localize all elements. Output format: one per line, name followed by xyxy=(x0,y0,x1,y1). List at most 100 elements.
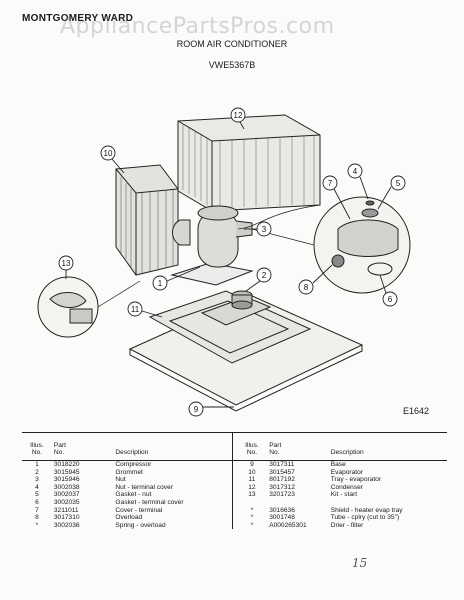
part-no-cell: 3016636 xyxy=(269,506,295,514)
callout-7: 7 xyxy=(322,175,351,220)
illus-no-cell: 13 xyxy=(231,491,270,499)
evaporator-drawing xyxy=(115,164,179,276)
illus-no-cell: 1 xyxy=(35,461,39,468)
figure-reference: E1642 xyxy=(403,406,430,416)
callout-4: 4 xyxy=(347,163,369,200)
part-no-cell: 3002038 xyxy=(53,483,80,491)
callout-5: 5 xyxy=(377,175,406,210)
description-cell: Tube - cplry (cut to 35") xyxy=(330,514,400,522)
description-cell: Nut xyxy=(115,476,126,484)
illus-no-cell: 2 xyxy=(35,468,39,476)
col-illus-no-right: Illus. No. xyxy=(231,432,270,461)
part-no-cell: 3201723 xyxy=(269,491,295,499)
callout-3: 3 xyxy=(244,221,272,237)
callout-1: 1 xyxy=(152,266,201,291)
description-cell: Nut - terminal cover xyxy=(115,483,173,491)
part-no-cell: 3002036 xyxy=(53,521,80,529)
illus-no-cell: 11 xyxy=(231,476,270,484)
callout-8: 8 xyxy=(298,264,333,295)
svg-text:5: 5 xyxy=(396,179,401,188)
part-no-cell: 3017310 xyxy=(53,514,80,522)
col-part-no: Part No. xyxy=(53,432,116,461)
evaporator-tray-drawing xyxy=(148,290,312,364)
part-no-cell: 3002037 xyxy=(53,491,80,499)
svg-text:3: 3 xyxy=(262,225,267,234)
part-no-cell: 3017311 xyxy=(269,461,295,468)
part-no-cell: 3018220 xyxy=(53,461,80,468)
table-row: 8 3017310 Overload *3001748 Tube - cplry (cu… xyxy=(22,514,447,522)
condenser-drawing xyxy=(177,114,321,212)
illus-no-cell: * xyxy=(231,514,270,522)
illus-no-cell: 4 xyxy=(35,483,39,491)
col-illus-no: Illus. No. xyxy=(22,432,54,461)
model-number: VWE5367B xyxy=(208,60,256,70)
illus-no-cell: 5 xyxy=(35,491,39,499)
parts-table-header: Illus. No. Part No. Description Illus. N… xyxy=(22,432,447,461)
part-no-cell: 3001748 xyxy=(269,514,295,522)
col-description: Description xyxy=(115,432,233,461)
parts-list-table: Illus. No. Part No. Description Illus. N… xyxy=(22,432,447,530)
description-cell: Grommet xyxy=(115,468,143,476)
compressor-drawing xyxy=(170,204,321,286)
callout-6: 6 xyxy=(379,274,398,307)
description-cell: Compressor xyxy=(115,461,152,468)
svg-text:6: 6 xyxy=(388,295,393,304)
svg-text:11: 11 xyxy=(131,305,140,314)
svg-text:12: 12 xyxy=(234,111,243,120)
description-cell: Gasket - nut xyxy=(115,491,152,499)
callout-10: 10 xyxy=(100,145,125,174)
description-cell: Condenser xyxy=(330,483,363,491)
svg-text:4: 4 xyxy=(353,167,358,176)
handwritten-mark: 15 xyxy=(352,556,368,570)
part-no-cell: 3017312 xyxy=(269,483,295,491)
grommet-drawing xyxy=(231,290,253,310)
part-no-cell: A000265301 xyxy=(269,521,307,529)
illus-no-cell: 12 xyxy=(231,483,270,492)
col-description-right: Description xyxy=(330,432,447,461)
description-cell: Drier - filter xyxy=(330,521,364,529)
description-cell: Evaporator xyxy=(330,468,363,476)
illus-no-cell: 3 xyxy=(35,476,39,484)
part-no-cell xyxy=(269,499,331,507)
part-no-cell: 3211011 xyxy=(53,506,79,514)
svg-text:10: 10 xyxy=(104,149,113,158)
svg-text:8: 8 xyxy=(304,283,309,292)
callout-11: 11 xyxy=(127,301,163,318)
illus-no-cell: 8 xyxy=(35,514,39,522)
callout-9: 9 xyxy=(188,401,234,417)
part-no-cell: 3002035 xyxy=(53,498,80,506)
description-cell: Cover - terminal xyxy=(115,506,163,514)
illus-no-cell: 9 xyxy=(231,460,270,469)
brand-name: MONTGOMERY WARD xyxy=(22,13,134,24)
callout-2: 2 xyxy=(245,267,272,292)
description-cell: Overload xyxy=(115,514,143,522)
description-cell: Shield - heater evap tray xyxy=(330,506,403,514)
terminal-detail-drawing xyxy=(251,196,411,294)
part-no-cell: 3015946 xyxy=(53,476,80,484)
description-cell: Tray - evaporator xyxy=(330,476,382,484)
part-no-cell: 3015457 xyxy=(269,468,295,476)
illus-no-cell: * xyxy=(231,521,270,530)
description-cell: Kit - start xyxy=(330,491,358,499)
illus-no-cell: * xyxy=(231,506,270,515)
page-title: ROOM AIR CONDITIONER xyxy=(176,39,288,49)
svg-text:13: 13 xyxy=(62,259,71,268)
description-cell: Gasket - terminal cover xyxy=(115,498,184,506)
svg-text:2: 2 xyxy=(262,271,267,280)
description-cell: Spring - overload xyxy=(115,521,166,529)
illus-no-cell: 10 xyxy=(231,468,270,477)
illus-no-cell: * xyxy=(35,521,39,529)
description-cell xyxy=(331,499,447,507)
illus-no-cell xyxy=(231,498,270,507)
svg-text:1: 1 xyxy=(158,279,163,288)
callout-12: 12 xyxy=(230,107,246,130)
